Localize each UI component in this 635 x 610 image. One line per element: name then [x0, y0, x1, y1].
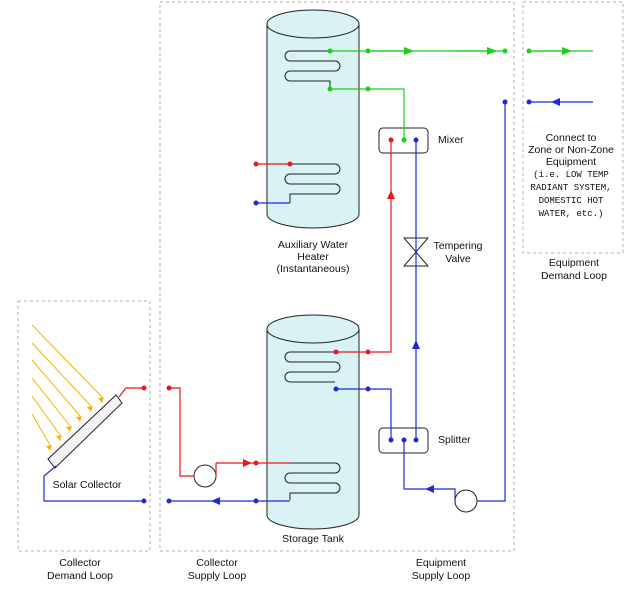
collector-supply-loop-box	[159, 1, 515, 552]
connect-note-line-2: Zone or Non-Zone	[528, 144, 614, 156]
connect-note-mono-3: DOMESTIC HOT	[539, 196, 604, 206]
connect-note-mono-1: (i.e. LOW TEMP	[533, 170, 609, 180]
aux-heater-label-1: Auxiliary Water	[278, 239, 349, 251]
supply-pipes	[327, 47, 593, 143]
connect-note-line-1: Connect to	[546, 132, 597, 144]
aux-heater-label-2: Heater	[297, 251, 329, 263]
tempering-valve-label-1: Tempering	[433, 240, 482, 252]
equipment-demand-loop-box	[522, 1, 624, 254]
auxiliary-water-heater	[266, 9, 360, 229]
tempering-valve-label-2: Valve	[445, 253, 471, 265]
equipment-pump	[454, 489, 478, 513]
collector-pump	[193, 464, 217, 488]
solar-collector-label: Solar Collector	[53, 479, 122, 491]
cold-pipes	[43, 98, 593, 505]
splitter-label: Splitter	[438, 434, 471, 446]
collector-demand-loop-box	[17, 300, 151, 552]
solar-collector	[31, 324, 123, 469]
connect-note-mono-4: WATER, etc.)	[539, 209, 604, 219]
storage-tank	[266, 314, 360, 530]
equipment-demand-loop-label-2: Demand Loop	[541, 270, 607, 282]
connect-note-line-3: Equipment	[546, 156, 596, 168]
storage-tank-label: Storage Tank	[282, 533, 344, 545]
connect-note-mono-2: RADIANT SYSTEM,	[530, 183, 611, 193]
collector-demand-loop-label-1: Collector	[59, 557, 101, 569]
collector-supply-loop-label-2: Supply Loop	[188, 570, 247, 582]
equipment-demand-loop-label-1: Equipment	[549, 257, 599, 269]
aux-heater-label-3: (Instantaneous)	[277, 263, 350, 275]
collector-supply-loop-label-1: Collector	[196, 557, 238, 569]
mixer-label: Mixer	[438, 134, 464, 146]
collector-demand-loop-label-2: Demand Loop	[47, 570, 113, 582]
hot-pipes	[118, 137, 395, 477]
equipment-supply-loop-label-2: Supply Loop	[412, 570, 471, 582]
equipment-supply-loop-label-1: Equipment	[416, 557, 466, 569]
